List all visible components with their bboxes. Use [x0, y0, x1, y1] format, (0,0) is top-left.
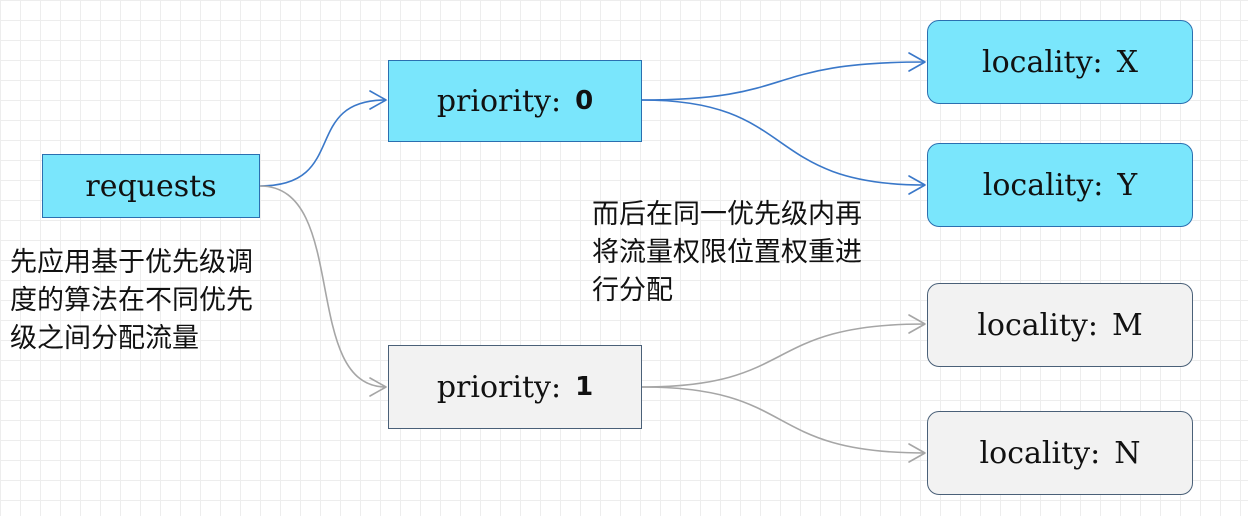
arrowhead-locality-y	[908, 175, 926, 195]
node-locality-x-value: X	[1116, 44, 1138, 80]
node-priority-0-value: 0	[575, 86, 594, 116]
node-priority-1: priority: 1	[388, 345, 642, 429]
annotation-priority-scheduling: 先应用基于优先级调 度的算法在不同优先 级之间分配流量	[10, 244, 253, 358]
annotation-line: 将流量权限位置权重进	[592, 237, 862, 268]
edge-priority-0-to-locality-y	[641, 99, 926, 186]
annotation-line: 而后在同一优先级内再	[592, 199, 862, 230]
annotation-line: 行分配	[592, 275, 673, 306]
edge-priority-1-to-locality-n	[641, 386, 926, 454]
node-locality-x: locality: X	[927, 20, 1193, 104]
annotation-line: 级之间分配流量	[10, 323, 199, 354]
node-requests: requests	[42, 154, 260, 218]
arrowhead-priority-1	[369, 377, 387, 397]
node-priority-0-label: priority:	[436, 83, 562, 119]
node-locality-y-label: locality:	[982, 167, 1104, 203]
arrowhead-locality-m	[908, 314, 926, 334]
node-locality-y: locality: Y	[927, 143, 1193, 227]
node-requests-label: requests	[85, 168, 217, 204]
node-locality-y-value: Y	[1117, 167, 1138, 203]
arrowhead-locality-x	[908, 52, 926, 72]
node-priority-1-value: 1	[575, 372, 594, 402]
edge-requests-to-priority-1	[259, 185, 387, 388]
node-locality-n-value: N	[1114, 435, 1141, 471]
node-locality-m-label: locality:	[977, 307, 1098, 343]
arrowhead-priority-0	[369, 90, 387, 110]
annotation-locality-weighting: 而后在同一优先级内再 将流量权限位置权重进 行分配	[592, 196, 862, 310]
arrowhead-locality-n	[908, 443, 926, 463]
edge-priority-0-to-locality-x	[641, 61, 926, 101]
node-priority-1-label: priority:	[436, 369, 562, 405]
edge-requests-to-priority-0	[259, 99, 387, 187]
node-priority-0: priority: 0	[388, 60, 642, 142]
edge-priority-1-to-locality-m	[641, 323, 926, 388]
annotation-line: 度的算法在不同优先	[10, 285, 253, 316]
node-locality-x-label: locality:	[981, 44, 1103, 80]
node-locality-m: locality: M	[927, 283, 1193, 367]
node-locality-m-value: M	[1111, 307, 1143, 343]
node-locality-n: locality: N	[927, 411, 1193, 495]
annotation-line: 先应用基于优先级调	[10, 247, 253, 278]
node-locality-n-label: locality:	[979, 435, 1101, 471]
